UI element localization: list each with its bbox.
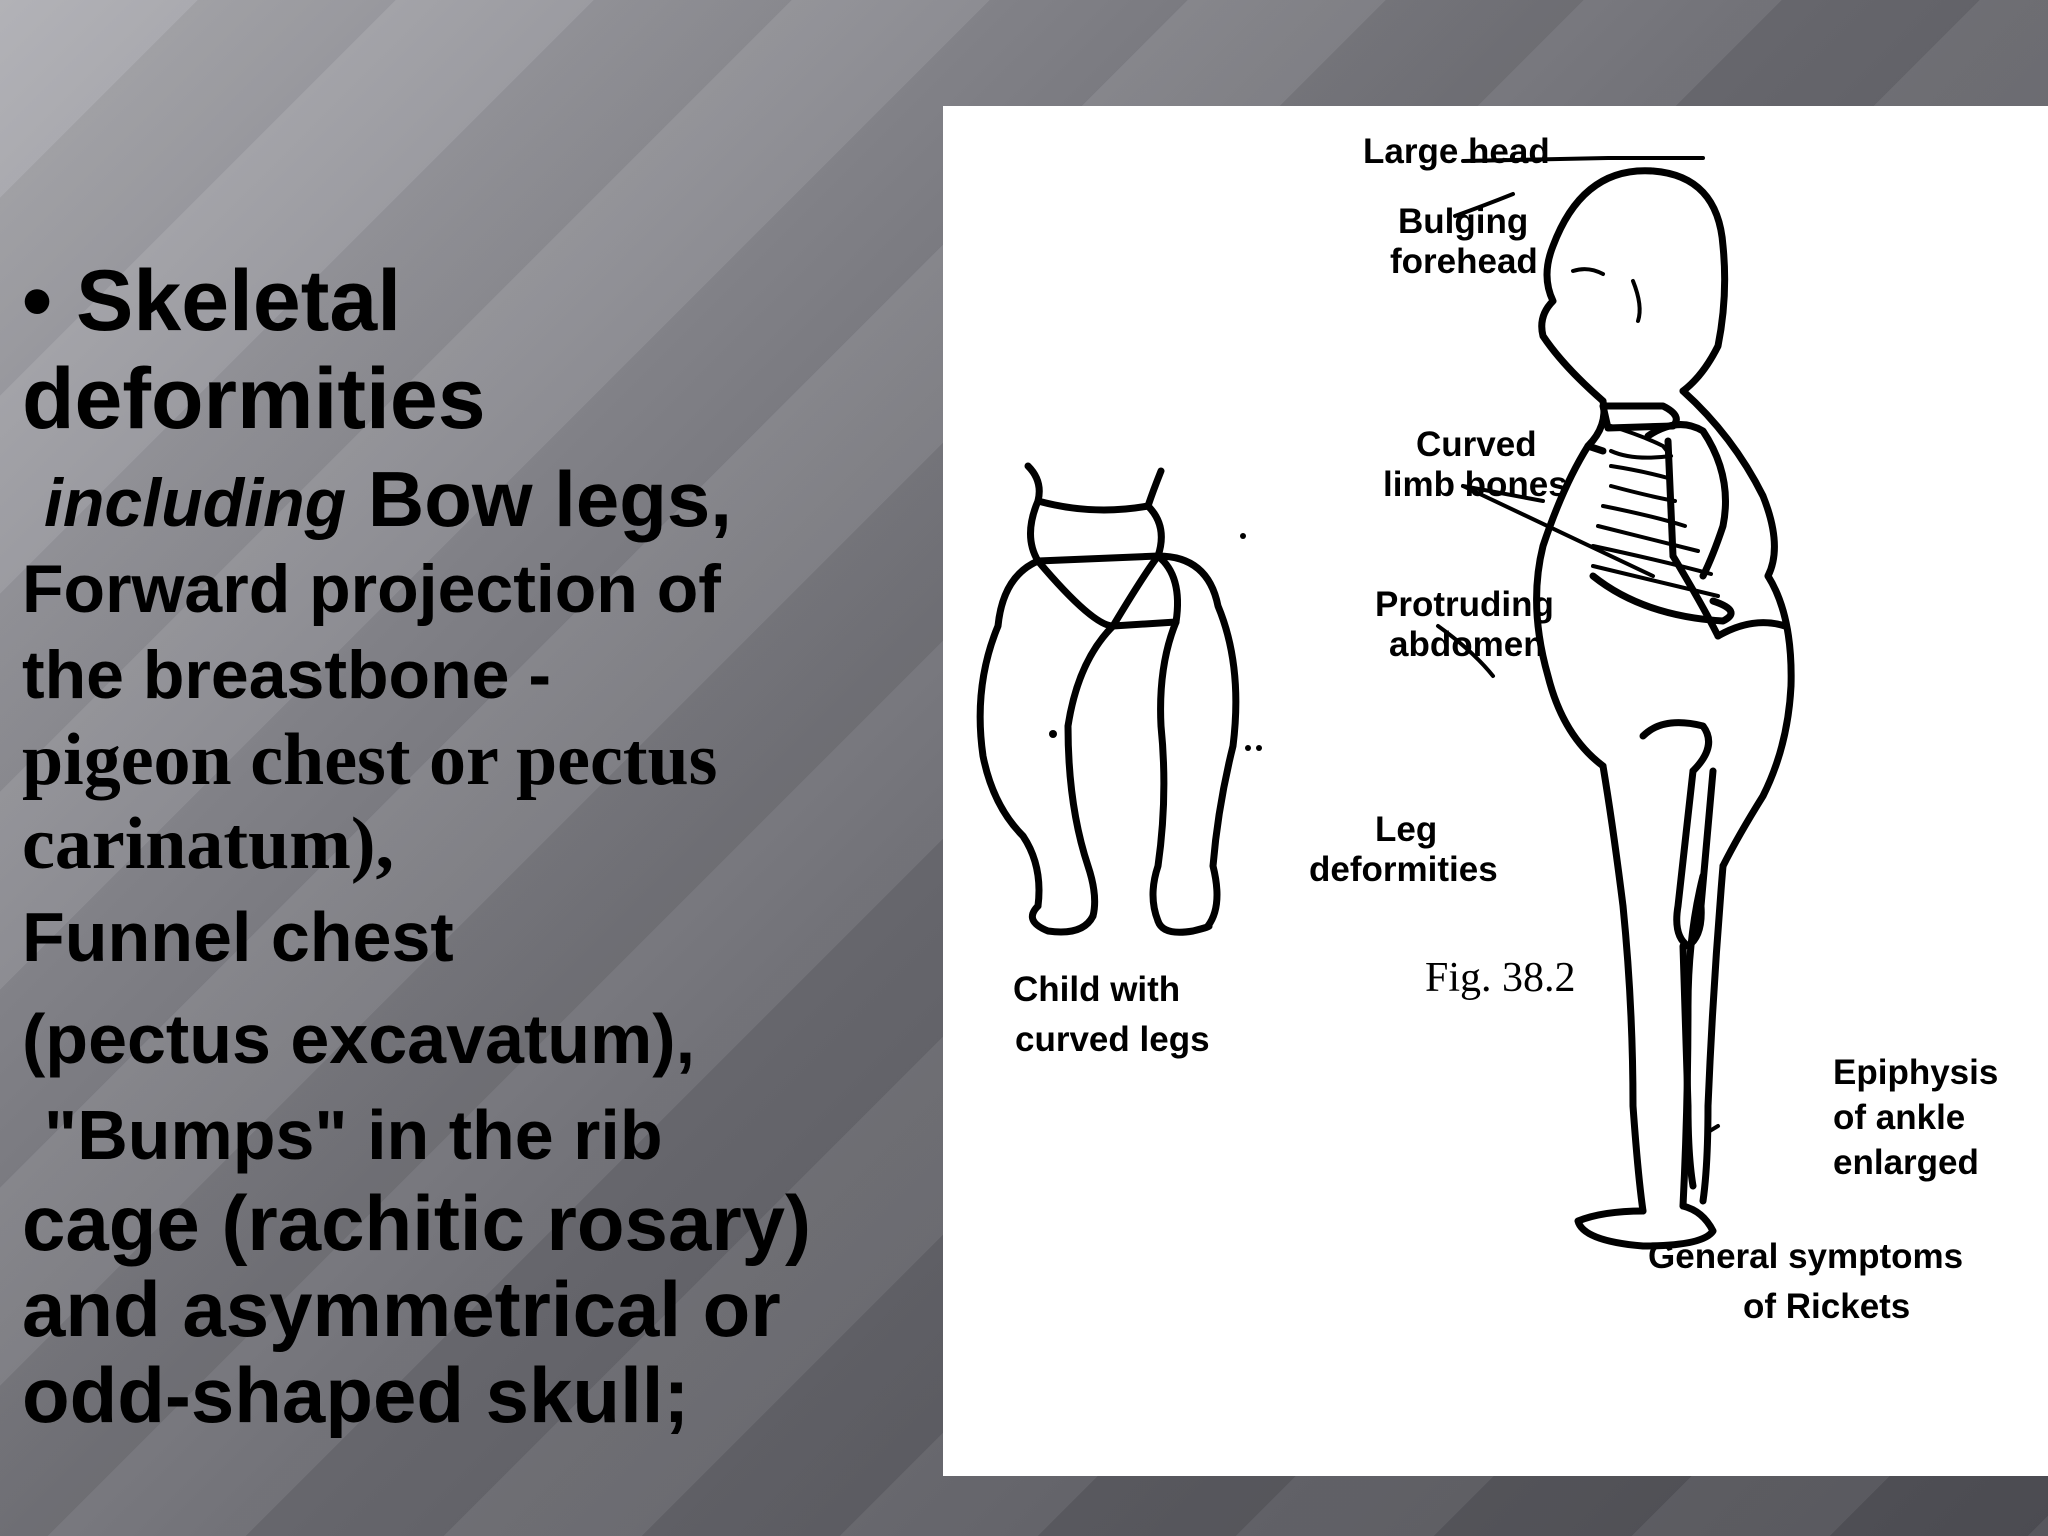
breastbone-line: the breastbone -	[22, 637, 551, 713]
asymmetrical-line: and asymmetrical or	[22, 1265, 781, 1353]
label-child-1: Child with	[1013, 970, 1180, 1009]
label-child-2: curved legs	[1015, 1020, 1210, 1059]
including-line: including Bow legs,	[22, 456, 922, 546]
figure-labels: Large head Bulging forehead Curved limb …	[1013, 132, 1998, 1326]
label-leg-2: deformities	[1309, 850, 1498, 889]
leader-lines	[1436, 156, 1720, 1134]
excavatum-line: (pectus excavatum),	[22, 1000, 696, 1078]
rickets-child-drawing	[1533, 167, 1795, 1250]
label-bulging-1: Bulging	[1398, 202, 1528, 241]
bumps-line: "Bumps" in the rib	[44, 1096, 663, 1174]
bullet-heading-line-2: deformities	[22, 351, 486, 447]
skull-line: odd-shaped skull;	[22, 1351, 690, 1439]
label-general-1: General symptoms	[1648, 1237, 1963, 1276]
rickets-diagram: Large head Bulging forehead Curved limb …	[976, 132, 1998, 1326]
slide-text: • Skeletal deformities including Bow leg…	[22, 252, 922, 1438]
rickets-figure-panel: Large head Bulging forehead Curved limb …	[943, 106, 2048, 1476]
carinatum-line: carinatum),	[22, 803, 394, 885]
bow-legs-text: Bow legs,	[346, 455, 732, 543]
figure-caption: Fig. 38.2	[1425, 955, 1576, 1001]
including-italic: including	[44, 465, 347, 541]
funnel-chest-line: Funnel chest	[22, 898, 454, 976]
label-curved-1: Curved	[1416, 425, 1537, 464]
label-bulging-2: forehead	[1390, 242, 1538, 281]
label-leg-1: Leg	[1375, 810, 1437, 849]
label-protruding-2: abdomen	[1389, 625, 1545, 664]
label-protruding-1: Protruding	[1375, 585, 1554, 624]
label-epiphysis-2: of ankle	[1833, 1098, 1965, 1137]
label-epiphysis-1: Epiphysis	[1833, 1053, 1998, 1092]
bullet-heading-line-1: • Skeletal	[22, 253, 402, 349]
forward-projection-line: Forward projection of	[22, 551, 721, 627]
rachitic-rosary-line: cage (rachitic rosary)	[22, 1179, 812, 1267]
label-epiphysis-3: enlarged	[1833, 1143, 1979, 1182]
label-curved-2: limb bones	[1383, 465, 1568, 504]
label-general-2: of Rickets	[1743, 1287, 1910, 1326]
child-curved-legs-drawing	[976, 462, 1262, 936]
pigeon-chest-line: pigeon chest or pectus	[22, 719, 718, 801]
label-large-head: Large head	[1363, 132, 1550, 171]
